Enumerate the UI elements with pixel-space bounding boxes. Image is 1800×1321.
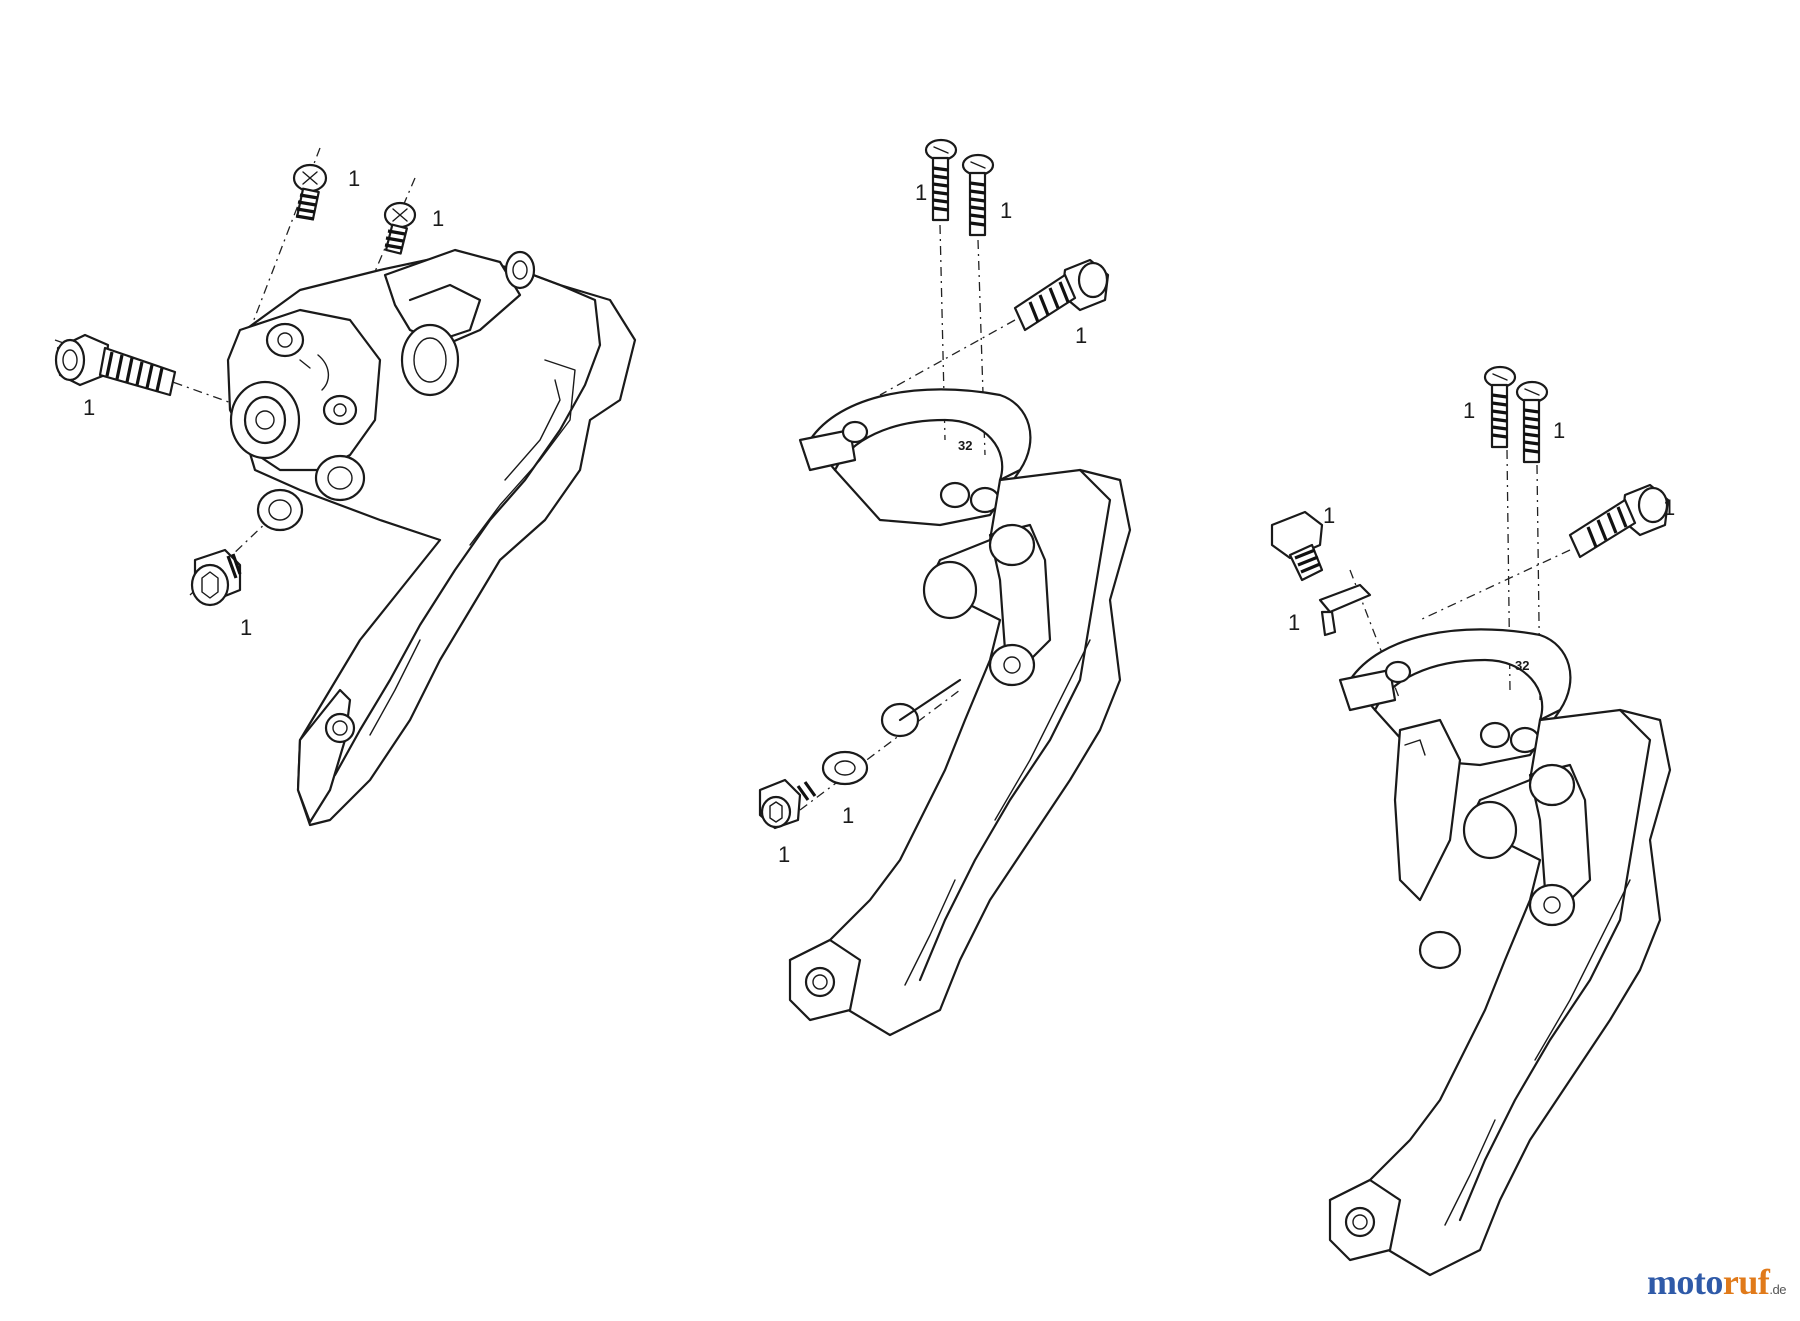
screw-icon [1515,380,1549,464]
site-logo[interactable]: motoruf.de [1646,1261,1787,1303]
callout-label: 1 [1553,418,1565,443]
bolt-icon [758,778,817,830]
bolt-icon [1270,510,1324,582]
screw-icon [1483,365,1517,449]
callout-label: 1 [348,166,360,191]
bolt-icon [1013,258,1110,332]
callout-label: 1 [842,803,854,828]
callout-label: 1 [915,180,927,205]
callout-label: 1 [432,206,444,231]
screw-icon [292,163,328,221]
callout-label: 1 [778,842,790,867]
derailleur-clamp-mount-alt: 32 1 [1270,365,1675,1277]
derailleur-clamp-mount: 32 [758,138,1132,1037]
bolt-icon [1568,483,1670,559]
logo-suffix: .de [1769,1282,1786,1297]
screw-icon [961,153,995,237]
logo-part-moto: moto [1646,1262,1723,1302]
derailleur-direct-mount: 1 1 1 1 [54,147,637,827]
callout-label: 1 [83,395,95,420]
washer-icon [821,750,869,786]
callout-label: 1 [1000,198,1012,223]
logo-part-ruf: ruf [1722,1262,1770,1302]
screw-icon [383,201,417,255]
nut-icon [190,548,242,607]
callout-label: 1 [1463,398,1475,423]
callout-label: 1 [1075,323,1087,348]
clamp-size-mark: 32 [1515,658,1529,673]
screw-icon [924,138,958,222]
spacer-icon [1318,583,1372,637]
callout-label: 1 [1288,610,1300,635]
callout-label: 1 [1323,503,1335,528]
callout-label: 1 [1663,495,1675,520]
clamp-size-mark: 32 [958,438,972,453]
bolt-icon [54,333,177,397]
callout-label: 1 [240,615,252,640]
